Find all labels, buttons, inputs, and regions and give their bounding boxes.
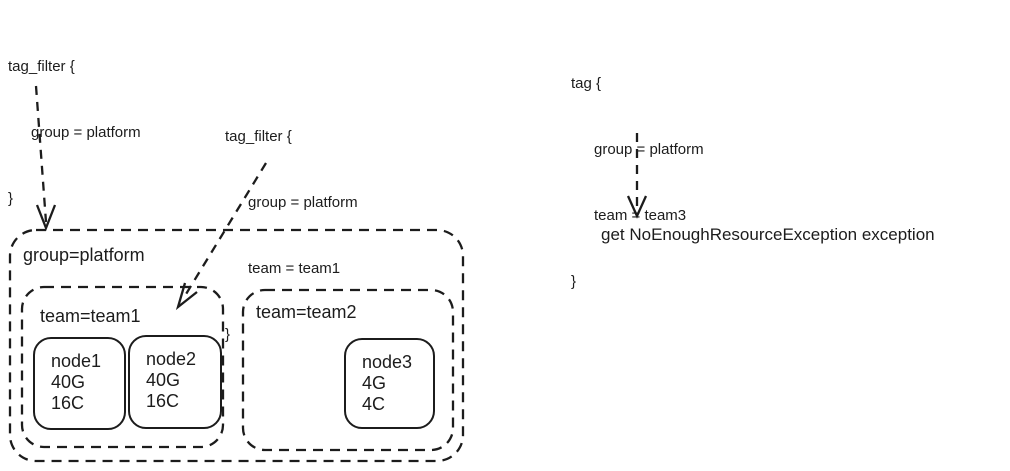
node-name: node1 (51, 351, 102, 371)
dashed-arrow-to-exception-icon (626, 133, 648, 219)
code-line-prop: team = team1 (248, 260, 341, 277)
node-cpu: 16C (146, 391, 180, 411)
team2-box-border (241, 288, 455, 452)
dashed-arrow-to-team1-icon (175, 162, 267, 311)
node-box-node2: node2 40G 16C (128, 335, 222, 429)
group-box-label: group=platform (23, 245, 145, 265)
code-line-close: } (225, 326, 231, 343)
code-block-tag-filter-team1: tag_filter { group = platform team = tea… (225, 82, 358, 390)
code-line-close: } (8, 190, 14, 207)
code-line-open: tag_filter { (8, 58, 75, 75)
exception-text: get NoEnoughResourceException exception (601, 225, 935, 244)
team1-box-label: team=team1 (40, 306, 141, 326)
team2-box-label: team=team2 (256, 302, 357, 322)
node-cpu: 4C (362, 394, 386, 414)
node-box-node3: node3 4G 4C (344, 338, 435, 429)
dashed-arrow-to-group-icon (34, 85, 57, 232)
code-line-prop: group = platform (31, 124, 141, 141)
code-line-prop: team = team3 (594, 207, 687, 224)
code-line-close: } (571, 273, 577, 290)
code-block-tag-filter-group: tag_filter { group = platform } (8, 12, 141, 254)
node-box-node1: node1 40G 16C (33, 337, 126, 430)
code-line-prop: group = platform (594, 141, 704, 158)
code-line-prop: group = platform (248, 194, 358, 211)
node-memory: 4G (362, 373, 387, 393)
node-name: node2 (146, 349, 197, 369)
group-box-border (8, 228, 465, 463)
node-name: node3 (362, 352, 413, 372)
code-line-open: tag { (571, 75, 602, 92)
node-cpu: 16C (51, 393, 85, 413)
code-block-tag-team3: tag { group = platform team = team3 } (571, 29, 704, 337)
node-memory: 40G (146, 370, 181, 390)
code-line-open: tag_filter { (225, 128, 292, 145)
node-memory: 40G (51, 372, 86, 392)
